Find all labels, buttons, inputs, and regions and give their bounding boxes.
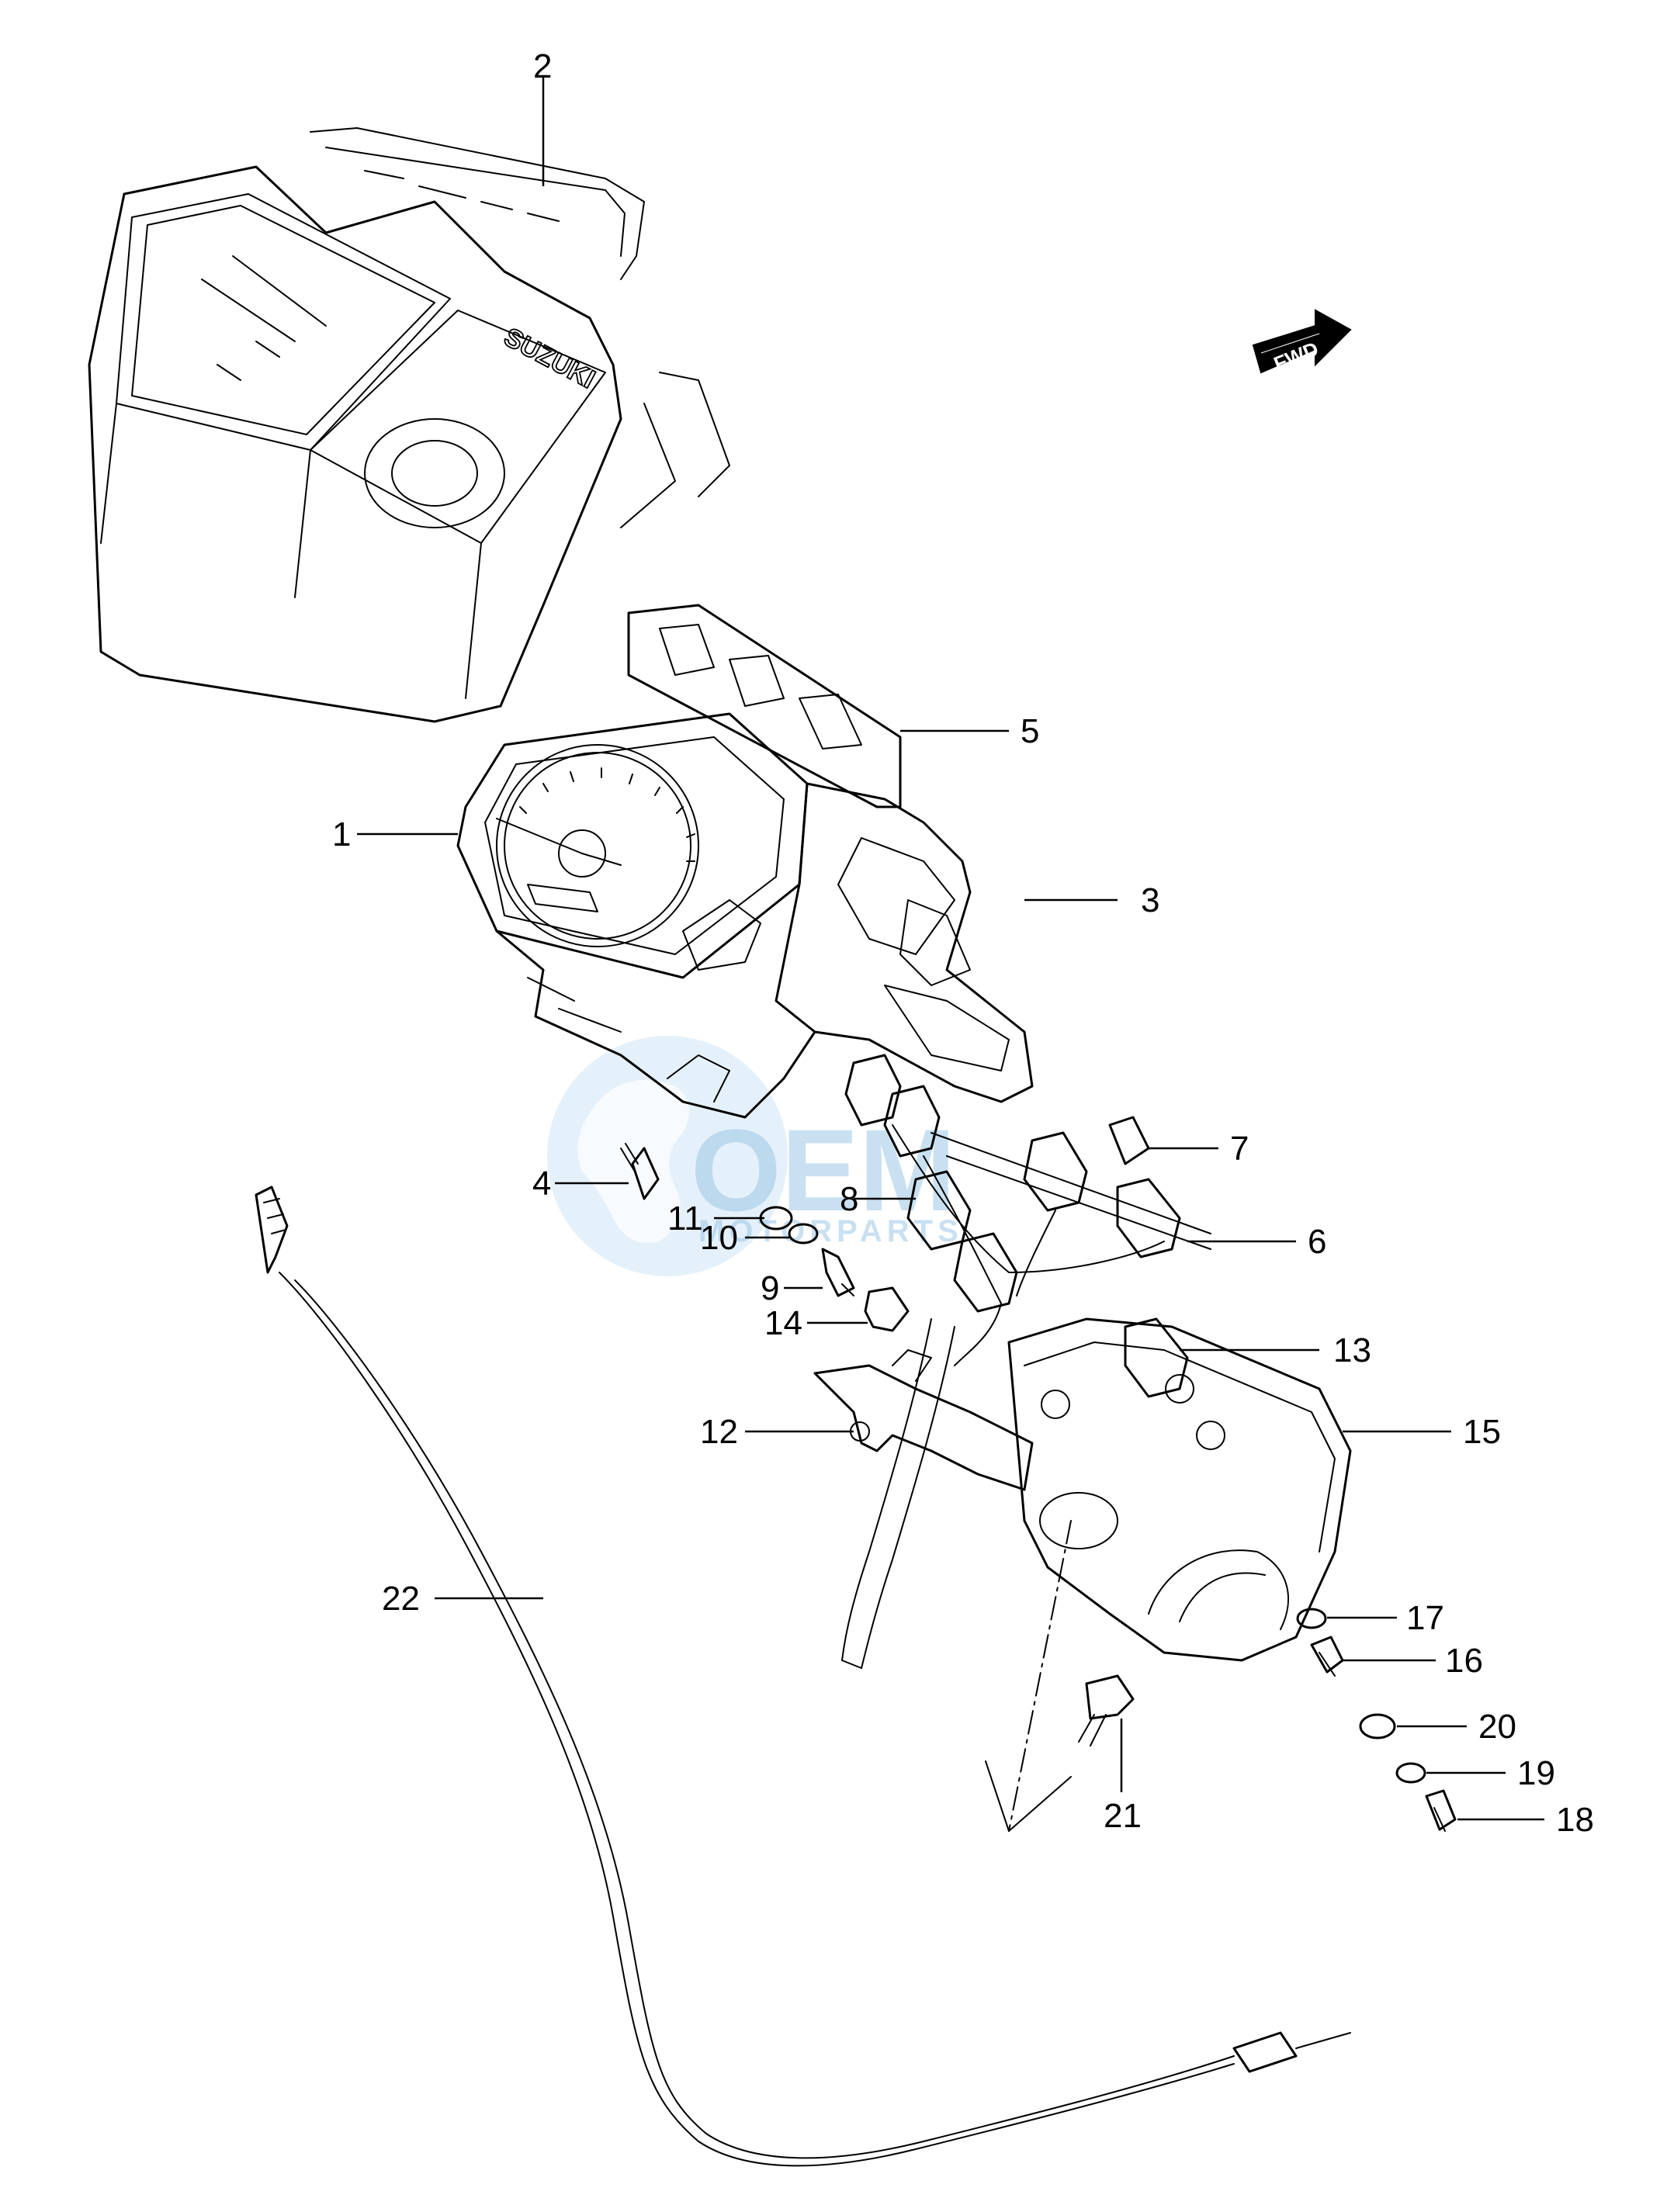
fwd-arrow-icon: FWD [1252, 309, 1352, 376]
callout-13: 13 [1333, 1331, 1371, 1369]
washer-19-icon [1395, 1762, 1426, 1784]
callout-21: 21 [1104, 1797, 1142, 1835]
wire-harness-part [841, 1318, 955, 1669]
callout-15: 15 [1463, 1413, 1501, 1451]
assembly-center-line [1008, 1520, 1072, 1832]
callout-17: 17 [1406, 1599, 1444, 1637]
callout-8: 8 [840, 1180, 858, 1218]
callout-4: 4 [532, 1165, 551, 1203]
watermark-main-text: OEM [691, 1105, 956, 1235]
screw-18-icon [1425, 1789, 1457, 1832]
fasteners [620, 1143, 1457, 1832]
washer-10-icon [788, 1223, 819, 1244]
callout-11: 11 [667, 1199, 703, 1238]
callout-14: 14 [764, 1304, 802, 1342]
screw-16-icon [1310, 1636, 1344, 1677]
screw-9-icon [821, 1248, 855, 1297]
callout-10: 10 [700, 1219, 738, 1257]
speedometer-cable-part [255, 1186, 1351, 2167]
callout-22: 22 [382, 1580, 420, 1618]
callout-18: 18 [1556, 1801, 1594, 1839]
tachometer-housing-part [775, 782, 1034, 1103]
callout-labels: 2 1 5 3 4 7 11 8 6 10 9 14 13 12 15 17 1… [332, 47, 1594, 1839]
callout-12: 12 [700, 1413, 738, 1451]
meter-cover-part: SUZUKI [88, 127, 730, 723]
callout-6: 6 [1308, 1223, 1326, 1261]
callout-1: 1 [332, 815, 351, 853]
nut-14-icon [864, 1286, 910, 1332]
lower-cover-part [1007, 1317, 1352, 1662]
callout-16: 16 [1445, 1642, 1483, 1680]
watermark: OEM MOTORPARTS [547, 1036, 963, 1276]
washer-20-icon [1359, 1713, 1396, 1739]
washer-17-icon [1296, 1608, 1327, 1629]
callout-5: 5 [1021, 712, 1039, 750]
callout-20: 20 [1478, 1708, 1516, 1746]
assembly-arrow-lines [985, 1760, 1072, 1832]
watermark-sub-text: MOTORPARTS [698, 1214, 963, 1248]
callout-9: 9 [761, 1269, 779, 1307]
bracket-part [813, 1349, 1034, 1491]
screw-4-icon [620, 1143, 660, 1200]
indicator-lens-part [627, 604, 902, 808]
callout-2: 2 [533, 47, 552, 85]
meter-lower-case-part [495, 899, 816, 1119]
callout-7: 7 [1230, 1130, 1249, 1168]
brand-logo-text: SUZUKI [499, 322, 600, 394]
callout-19: 19 [1517, 1754, 1555, 1792]
bolt-21-icon [1078, 1674, 1135, 1746]
callout-3: 3 [1141, 881, 1159, 919]
bulb-sockets-part [844, 1054, 1211, 1398]
leader-lines [357, 78, 1544, 1821]
